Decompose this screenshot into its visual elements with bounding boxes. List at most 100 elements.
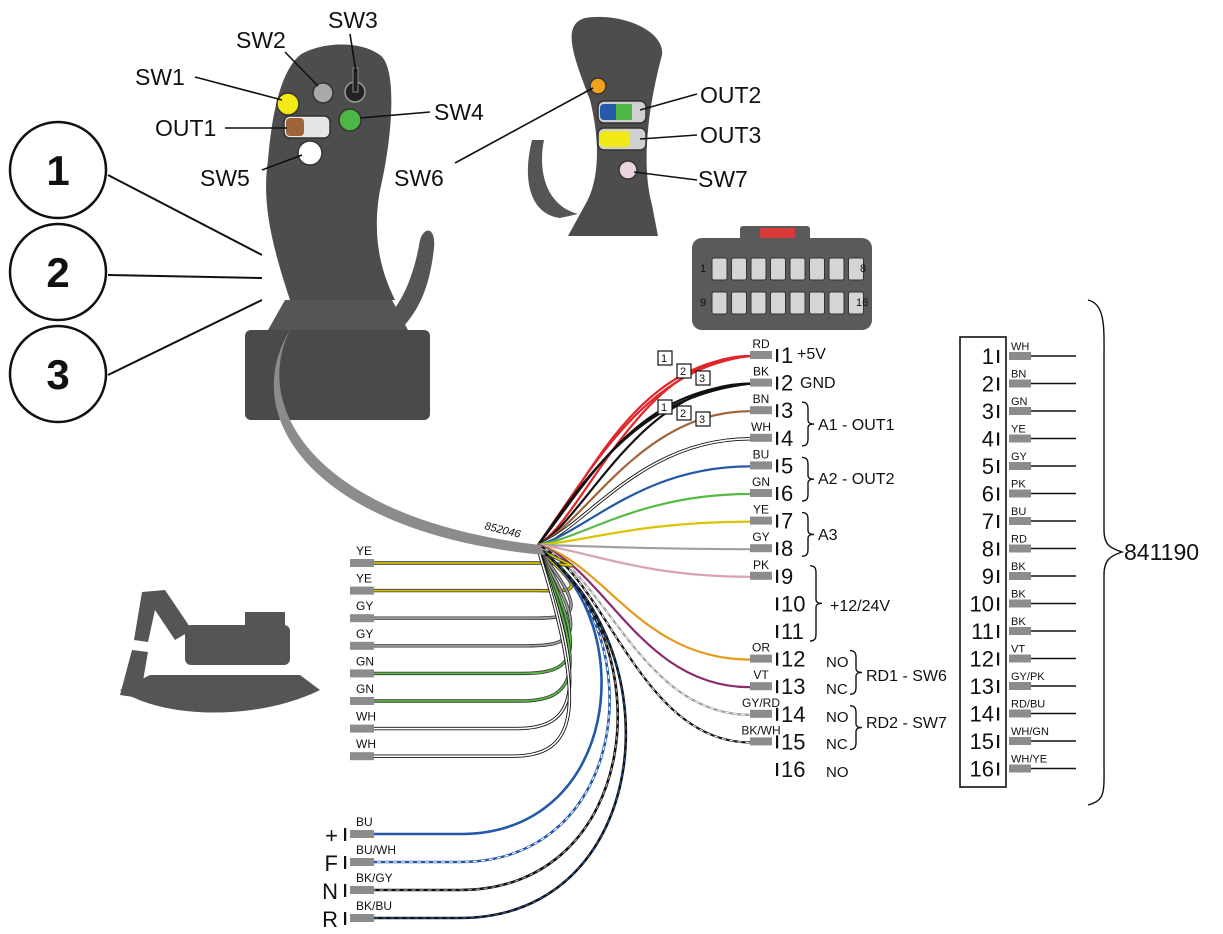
label-sw4: SW4 <box>434 99 484 125</box>
excavator-icon <box>120 590 320 713</box>
connector-mini-16: 16 <box>856 297 868 309</box>
direction-wire-label: BK/BU <box>356 899 392 913</box>
pin-wire-label: PK <box>753 558 769 572</box>
left-wire-label: WH <box>356 710 376 724</box>
connector-cavity <box>848 257 864 281</box>
wire-layer <box>372 354 751 920</box>
fn-g56: A2 - OUT2 <box>818 471 895 488</box>
table-pin-number: 10 <box>970 592 994 617</box>
table-brace <box>1087 299 1125 806</box>
callout-circle-3 <box>8 324 108 424</box>
table-wire-label: BK <box>1011 561 1026 573</box>
pin-number: 2 <box>781 371 793 396</box>
fn-p14: NO <box>826 709 849 726</box>
left-wire-label: GY <box>356 627 373 641</box>
table-pin-number: 7 <box>982 509 994 534</box>
direction-label: F <box>325 851 338 876</box>
connector-cavity <box>750 291 767 315</box>
wire-gn <box>537 492 751 547</box>
connector-cavity <box>770 291 786 315</box>
fn-rd2: RD2 - SW7 <box>866 715 947 732</box>
fn-p12: NO <box>826 654 849 671</box>
table-pin-number: 13 <box>970 674 994 699</box>
connector-part-number: 841190 <box>1124 539 1199 565</box>
fn-p2: GND <box>800 375 836 392</box>
function-braces <box>801 401 863 751</box>
pin-number: 6 <box>781 481 793 506</box>
wire-gy <box>537 543 751 551</box>
split-markers: 1 2 3 1 2 3 <box>657 350 711 427</box>
pin-number: 12 <box>781 647 805 672</box>
left-wire-label: GY <box>356 599 373 613</box>
pin-functions: +5V GND A1 - OUT1 A2 - OUT2 A3 +12/24V N… <box>797 346 947 781</box>
table-wire-label: BU <box>1011 506 1026 518</box>
connector-cavity <box>770 257 786 281</box>
pin-number: 16 <box>781 757 805 782</box>
pin-wire-label: RD <box>752 337 770 351</box>
callout-circle-2 <box>8 222 108 322</box>
pin-wire-label: BU <box>753 447 770 461</box>
connector-cavity <box>711 257 728 281</box>
label-sw7: SW7 <box>698 166 748 192</box>
table-wire-label: GY/PK <box>1011 671 1045 683</box>
split-marker-a1: 1 <box>661 353 667 365</box>
connector-table-frame <box>959 336 1007 788</box>
connector-mini-9: 9 <box>700 297 706 309</box>
fn-p1: +5V <box>797 346 826 363</box>
wire-bu <box>537 465 751 547</box>
wire-left <box>372 548 571 702</box>
left-wire-label: GN <box>356 682 374 696</box>
fn-g34: A1 - OUT1 <box>818 417 895 434</box>
pin-number: 13 <box>781 674 805 699</box>
table-pin-number: 3 <box>982 399 994 424</box>
joystick-front-icon <box>245 44 545 555</box>
fn-g911: +12/24V <box>830 598 890 615</box>
direction-label: R <box>322 907 338 932</box>
connector-mini-8: 8 <box>860 263 866 275</box>
table-wire-label: GY <box>1011 451 1028 463</box>
callout-3: 3 <box>46 351 69 398</box>
pin-number: 8 <box>781 536 793 561</box>
pin-wire-label: BK/WH <box>741 723 780 737</box>
direction-label: + <box>325 823 338 848</box>
wire-direction <box>372 549 603 836</box>
callout-1: 1 <box>46 147 69 194</box>
pin-wire-label: GY <box>752 530 769 544</box>
wire-direction <box>372 549 611 864</box>
table-wire-label: YE <box>1011 424 1026 436</box>
direction-wire-label: BU/WH <box>356 843 396 857</box>
pin-wire-label: WH <box>751 420 771 434</box>
left-wire-label: YE <box>356 572 372 586</box>
pin-number: 11 <box>781 619 804 644</box>
pin-wire-label: YE <box>753 503 769 517</box>
pin-number: 3 <box>781 398 793 423</box>
label-sw2: SW2 <box>236 27 286 53</box>
joystick-side-icon <box>527 16 663 236</box>
connector-cavity <box>828 291 845 315</box>
connector-cavity <box>750 257 767 281</box>
connector-cavity <box>809 291 825 315</box>
pin-number: 9 <box>781 564 793 589</box>
connector-icon: 1 8 9 16 <box>692 226 872 330</box>
wire-ye <box>537 520 751 547</box>
pin-number: 5 <box>781 453 793 478</box>
table-pin-number: 9 <box>982 564 994 589</box>
wire-left <box>372 548 571 757</box>
direction-wire-label: BU <box>356 815 373 829</box>
fn-p15: NC <box>826 736 848 753</box>
wire-wh <box>537 438 751 546</box>
pin-number: 10 <box>781 591 805 616</box>
direction-wire-label: BK/GY <box>356 871 393 885</box>
table-wire-label: PK <box>1011 479 1026 491</box>
connector-cavity <box>789 291 806 315</box>
table-wire-label: WH/YE <box>1011 754 1047 766</box>
fn-g78: A3 <box>818 527 838 544</box>
split-marker-a2: 2 <box>680 366 686 378</box>
table-pin-number: 16 <box>970 757 994 782</box>
wire-or <box>537 543 751 661</box>
left-wire-label: YE <box>356 544 372 558</box>
wire-left <box>372 548 572 675</box>
label-sw3: SW3 <box>328 7 378 33</box>
